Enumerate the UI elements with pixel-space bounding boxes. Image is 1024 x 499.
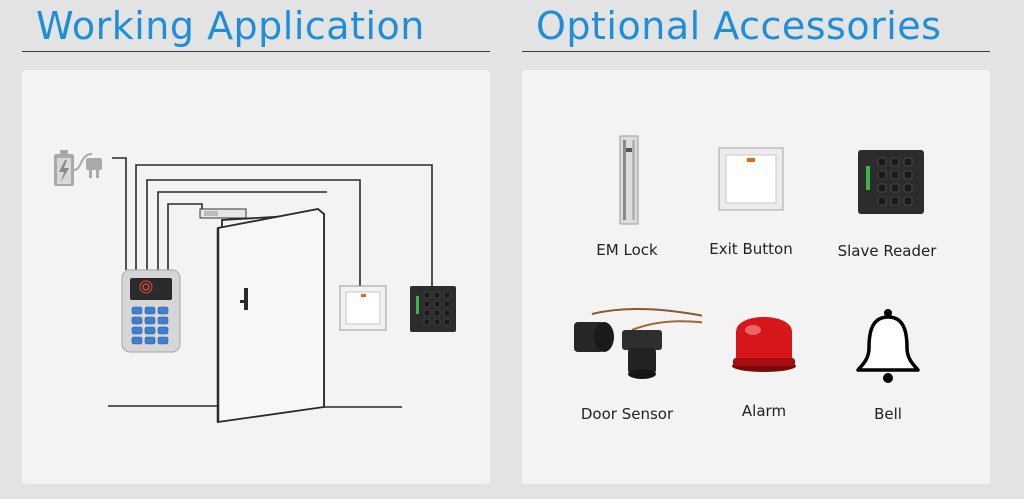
door-sensor-icon — [574, 307, 702, 379]
bell-label: Bell — [874, 405, 902, 423]
slave-reader-key — [890, 170, 900, 180]
exit-button-icon — [339, 285, 387, 331]
slave-reader-key — [433, 291, 441, 299]
working-heading-underline — [22, 51, 490, 52]
keypad-key — [157, 336, 169, 345]
slave-reader-key — [433, 318, 441, 326]
slave-reader-key — [890, 183, 900, 193]
slave-reader-key — [903, 196, 913, 206]
wiring-diagram — [54, 150, 456, 424]
slave-reader-key — [433, 309, 441, 317]
exit-button-label: Exit Button — [709, 240, 793, 258]
accessory-slave-reader: Slave Reader — [812, 130, 962, 265]
optional-accessories-panel: EM Lock Exit Button Slave Reader Door Se… — [522, 70, 990, 484]
alarm-icon — [732, 317, 796, 372]
slave-reader-key — [877, 157, 887, 167]
slave-reader-key — [443, 309, 451, 317]
keypad-key — [144, 306, 156, 315]
accessory-em-lock: EM Lock — [552, 130, 702, 265]
slave-reader-key — [877, 170, 887, 180]
em-lock-icon — [199, 208, 247, 219]
exit-button-icon — [718, 147, 784, 211]
keypad-key — [131, 306, 143, 315]
slave-reader-key — [890, 157, 900, 167]
slave-reader-key — [423, 291, 431, 299]
door-sensor-label: Door Sensor — [580, 405, 674, 423]
slave-reader-key — [903, 170, 913, 180]
keypad-key — [144, 326, 156, 335]
slave-reader-icon — [858, 150, 924, 214]
door-icon — [216, 208, 325, 424]
keypad-key — [157, 326, 169, 335]
slave-reader-key — [890, 196, 900, 206]
optional-accessories-heading: Optional Accessories — [536, 4, 942, 48]
keypad-key — [157, 316, 169, 325]
accessory-exit-button: Exit Button — [676, 130, 826, 265]
accessory-alarm: Alarm — [689, 300, 839, 430]
keypad-key — [144, 336, 156, 345]
power-supply-icon — [54, 150, 102, 186]
working-application-heading: Working Application — [36, 4, 425, 48]
slave-reader-key — [877, 196, 887, 206]
keypad-key — [131, 326, 143, 335]
slave-reader-key — [877, 183, 887, 193]
wiring-lines — [108, 157, 433, 408]
em-lock-label: EM Lock — [596, 241, 658, 259]
keypad-key — [131, 316, 143, 325]
keypad-key — [131, 336, 143, 345]
slave-reader-label: Slave Reader — [837, 242, 937, 260]
slave-reader-key — [903, 183, 913, 193]
working-application-panel — [22, 70, 490, 484]
bell-icon — [856, 309, 920, 383]
optional-heading-underline — [522, 51, 990, 52]
alarm-label: Alarm — [741, 402, 787, 420]
slave-reader-key — [903, 157, 913, 167]
slave-reader-key — [443, 318, 451, 326]
accessory-door-sensor: Door Sensor — [552, 300, 702, 430]
slave-reader-key — [433, 300, 441, 308]
keypad-key — [157, 306, 169, 315]
slave-reader-key — [443, 300, 451, 308]
slave-reader-key — [423, 309, 431, 317]
keypad-buttons — [131, 306, 169, 345]
slave-reader-keys — [423, 291, 451, 326]
accessory-bell: Bell — [813, 300, 963, 430]
slave-reader-key — [443, 291, 451, 299]
slave-reader-key — [423, 300, 431, 308]
em-lock-icon — [619, 135, 639, 225]
keypad-key — [144, 316, 156, 325]
slave-reader-key — [423, 318, 431, 326]
